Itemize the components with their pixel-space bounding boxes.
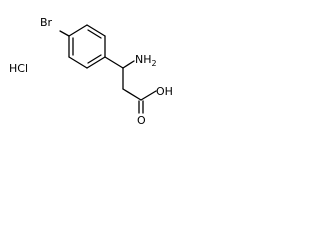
ring-to-alpha-carbon-bond xyxy=(104,56,124,69)
ring-double-bond-inner-1 xyxy=(87,29,102,39)
molecule-drawing: Br NH2 OH O HCl xyxy=(9,16,173,127)
hydrochloride-label: HCl xyxy=(9,62,28,75)
amine-label-subscript: 2 xyxy=(152,59,157,68)
amine-label-main: NH xyxy=(135,53,152,66)
amine-bond xyxy=(122,60,135,69)
structure-canvas: Br NH2 OH O HCl xyxy=(0,0,201,148)
ring-bond-3 xyxy=(86,56,106,69)
benzene-ring xyxy=(68,24,106,69)
bromine-bond xyxy=(59,30,70,37)
bromine-label: Br xyxy=(40,16,53,29)
ring-bond-6 xyxy=(68,24,88,37)
hydroxyl-bond xyxy=(140,90,157,101)
methylene-to-carboxyl-bond xyxy=(122,88,142,101)
hydroxyl-label: OH xyxy=(156,85,173,98)
ring-bond-4 xyxy=(68,56,88,69)
carbonyl-oxygen-label: O xyxy=(137,114,146,127)
ring-bond-1 xyxy=(86,24,106,37)
ring-double-bond-inner-2 xyxy=(87,54,102,64)
amine-label: NH2 xyxy=(135,53,157,68)
